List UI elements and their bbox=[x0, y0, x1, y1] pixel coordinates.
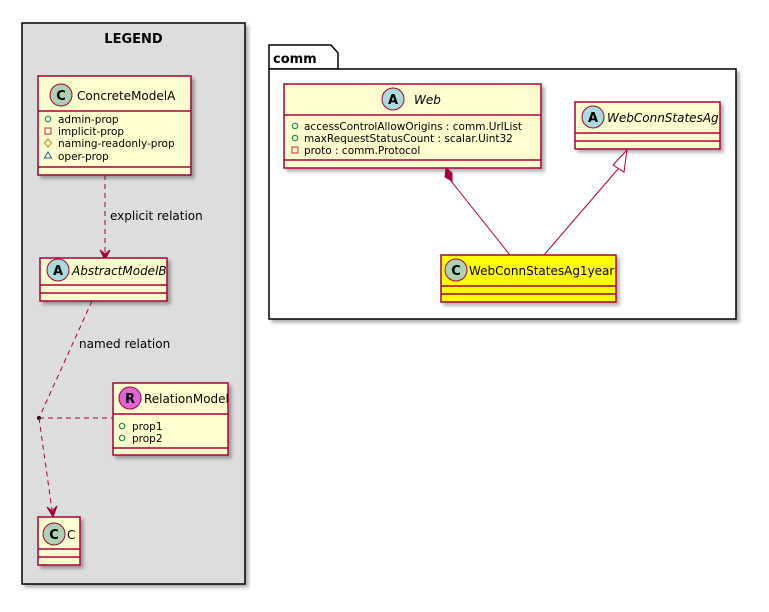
class-a-icon bbox=[381, 87, 405, 111]
public-visibility-icon bbox=[118, 422, 126, 430]
class-attribute: implicit-prop bbox=[58, 126, 124, 138]
class-c-icon bbox=[444, 258, 468, 282]
edge-label: explicit relation bbox=[110, 209, 203, 223]
package-visibility-icon bbox=[43, 151, 53, 159]
class-name: RelationModel bbox=[144, 392, 229, 406]
class-stereotype-c: C bbox=[451, 264, 461, 279]
public-visibility-icon bbox=[118, 434, 126, 442]
arrow-head-icon bbox=[46, 505, 58, 519]
composition-edge bbox=[444, 167, 511, 256]
class-abstract-model-b[interactable]: A AbstractModelB bbox=[39, 257, 168, 302]
generalization-edge bbox=[543, 148, 628, 256]
class-web-conn-states-ag[interactable]: A WebConnStatesAg bbox=[574, 101, 721, 150]
class-stereotype-r: R bbox=[125, 392, 135, 407]
package-name: comm bbox=[273, 52, 317, 67]
package-tab bbox=[268, 44, 339, 70]
public-visibility-icon bbox=[44, 115, 52, 123]
arrow-head-icon bbox=[99, 249, 111, 262]
class-name: AbstractModelB bbox=[71, 264, 167, 278]
class-a-icon bbox=[46, 258, 70, 282]
named-relation-edge: named relation bbox=[37, 300, 170, 519]
public-visibility-icon bbox=[291, 122, 299, 130]
class-c-icon bbox=[42, 522, 66, 546]
class-attribute: accessControlAllowOrigins : comm.UrlList bbox=[304, 121, 522, 133]
class-stereotype-a: A bbox=[388, 93, 398, 108]
class-concrete-model-a[interactable]: C ConcreteModelA admin-prop implicit-pro… bbox=[37, 75, 192, 176]
legend-title: LEGEND bbox=[104, 32, 163, 47]
class-stereotype-a: A bbox=[588, 111, 598, 126]
private-visibility-icon bbox=[44, 127, 52, 135]
class-stereotype-a: A bbox=[53, 264, 63, 279]
class-name: C bbox=[67, 528, 75, 542]
class-relation-model[interactable]: R RelationModel prop1 prop2 bbox=[112, 382, 229, 456]
class-name: ConcreteModelA bbox=[77, 89, 176, 103]
class-c-icon bbox=[49, 83, 73, 107]
composition-diamond-icon bbox=[444, 167, 453, 182]
class-c[interactable]: C C bbox=[37, 516, 81, 566]
edge-label: named relation bbox=[79, 337, 170, 351]
class-a-icon bbox=[581, 105, 605, 129]
class-stereotype-c: C bbox=[56, 89, 66, 104]
class-attribute: oper-prop bbox=[58, 151, 109, 163]
class-attribute: naming-readonly-prop bbox=[58, 138, 175, 150]
class-name: WebConnStatesAg1year bbox=[469, 264, 614, 278]
class-attribute: prop1 bbox=[132, 421, 163, 433]
inheritance-triangle-icon bbox=[612, 148, 628, 173]
class-attribute: admin-prop bbox=[58, 114, 119, 126]
explicit-relation-edge: explicit relation bbox=[99, 175, 203, 262]
protected-visibility-icon bbox=[43, 138, 53, 148]
class-attribute: prop2 bbox=[132, 433, 163, 445]
class-name: Web bbox=[414, 93, 441, 107]
class-web[interactable]: A Web accessControlAllowOrigins : comm.U… bbox=[283, 83, 542, 169]
class-stereotype-c: C bbox=[49, 528, 59, 543]
class-name: WebConnStatesAg bbox=[607, 111, 719, 125]
class-attribute: maxRequestStatusCount : scalar.Uint32 bbox=[304, 133, 513, 145]
class-web-conn-states-ag1year[interactable]: C WebConnStatesAg1year bbox=[440, 254, 617, 303]
class-r-icon bbox=[118, 386, 142, 410]
private-visibility-icon bbox=[291, 146, 299, 154]
public-visibility-icon bbox=[291, 134, 299, 142]
class-attribute: proto : comm.Protocol bbox=[304, 145, 420, 157]
